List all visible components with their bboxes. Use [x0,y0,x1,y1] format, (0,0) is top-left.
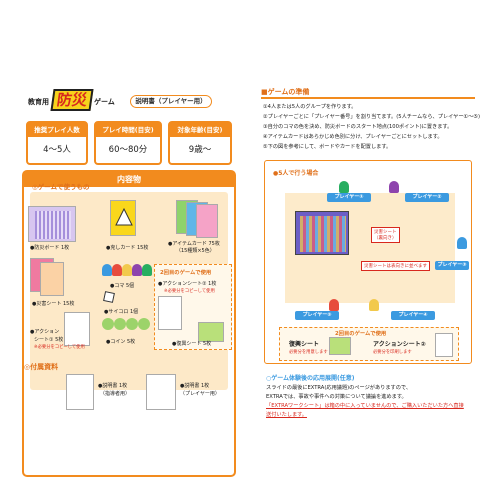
title-prefix: 教育用 [28,98,49,106]
tip-line-2: EXTRAでは、事故や事件への対策について議論を進めます。 [266,394,407,400]
bonus-note: ※必要分をコピーして使用 [164,289,215,294]
second-game-heading: 2回目のゲームで使用 [160,270,212,276]
step-3: ③自分のコマの色を決め、防災ボードのスタート地点(100ポイント)に置きます。 [263,124,453,130]
quiz-card-image [110,200,136,236]
info-value: 4〜5人 [43,145,71,155]
item-disaster: ●災害シート 15枚 [32,301,75,307]
player-tag-2: プレイヤー② [405,193,449,202]
bonus-recovery: ●復興シート 5枚 [172,341,212,347]
manual-teacher-sub: （指導者用） [100,391,131,397]
action2-label: アクションシート② [373,341,426,348]
info-value: 9歳〜 [188,145,212,155]
disaster-sheet-image [40,262,64,296]
game-items-heading: ◎ゲームで使うもの [32,183,90,191]
title-logo: 防災 [50,89,94,111]
coin-icon [138,318,150,330]
supplementary-heading: ◎付属資料 [24,363,59,371]
recovery-sheet-label: 復興シート [289,341,320,348]
item-quiz: ●克しカード 15枚 [106,245,149,251]
action2-sheet-image [158,296,182,330]
player-tag-3: プレイヤー③ [435,261,469,270]
bonus-action: ●アクションシート② 1枚 [158,281,217,287]
info-age: 対象年齢(目安) 9歳〜 [168,121,232,165]
callout-text: （裏向き） [374,236,397,241]
callout-disaster-back: 災害シート （裏向き） [371,227,400,243]
warning-icon [115,207,133,226]
step-5: ⑤下の図を参考にして、ボードやカードを配置します。 [263,144,392,150]
callout-disaster-front: 災害シートは表向きに並べます [361,261,430,271]
koma-green [142,264,152,276]
action2-thumb [435,333,453,357]
manual-player: ●説明書 1枚 [180,383,210,389]
board-miniature [295,211,349,255]
tip-line-4: 送付いたします。 [266,412,307,418]
manual-teacher: ●説明書 1枚 [98,383,128,389]
tip-heading: ○ゲーム体験後の応用展開(任意) [266,375,355,382]
player-icon [329,299,339,311]
step-1: ①4人または5人のグループを作ります。 [263,104,357,110]
item-cards: ●アイテムカード 75枚 [168,241,220,247]
player-tag-1: プレイヤー① [327,193,371,202]
action-note: ※必要分をコピーして使用 [34,345,85,350]
recovery-sheet-note: 必要分を用意します [289,350,328,355]
setup-heading: ●5人で行う場合 [273,170,319,177]
step-2: ②プレイヤーごとに「プレイヤー番号」を割り当てます。(5人チームなら、プレイヤー… [263,114,481,120]
item-cards-note: （15種類×5色） [176,248,215,254]
setup-diagram: ●5人で行う場合 プレイヤー① プレイヤー② プレイヤー③ プレイヤー④ プレイ… [264,160,472,364]
dice-icon [103,291,115,303]
contents-title: 内容物 [24,172,234,187]
info-label: プレイ時間(目安) [96,123,160,137]
manual-teacher-image [66,374,94,410]
koma-pieces [102,264,152,276]
coin-icon [102,318,114,330]
koma-purple [132,264,142,276]
coins [102,318,152,332]
recovery-sheet-thumb [329,337,351,355]
second-game-panel [279,327,459,361]
coin-icon [114,318,126,330]
tip-section: ○ゲーム体験後の応用展開(任意) スライドの最後にEXTRA(応用議題)のページ… [266,373,474,429]
item-action-count: シート① 5枚 [34,337,64,343]
koma-blue [102,264,112,276]
setup-section-title: ■ゲームの準備 [261,88,310,96]
info-value: 60〜80分 [108,145,148,155]
board-image [28,206,76,242]
manual-player-image [146,374,176,410]
player-icon [457,237,467,249]
doc-type-badge: 説明書（プレイヤー用） [130,95,212,108]
info-label: 推奨プレイ人数 [28,123,86,137]
step-4: ④アイテムカードはあらかじめ色別に分け、プレイヤーごとにセットします。 [263,134,443,140]
recovery-sheet-image [198,322,224,342]
callout-text: 災害シート [374,230,397,235]
tip-line-3: 「EXTRAワークシート」は箱の中に入っていませんので、ご購入いただいた方へ直接 [266,403,464,409]
coin-icon [126,318,138,330]
tip-line-1: スライドの最後にEXTRA(応用議題)のページがありますので、 [266,385,412,391]
item-board: ●防災ボード 1枚 [30,245,70,251]
item-dice: ●サイコロ 1個 [104,309,139,315]
manual-player-sub: （プレイヤー用） [180,391,220,397]
item-coin: ●コイン 5枚 [106,339,136,345]
item-koma: ●コマ 5個 [110,283,135,289]
title-suffix: ゲーム [94,98,115,106]
item-action: ●アクション [30,329,60,335]
koma-yellow [122,264,132,276]
action2-note: 必要分を印刷します [373,350,412,355]
koma-red [112,264,122,276]
player-icon [339,181,349,193]
action-sheet-image [64,312,90,346]
section-divider [261,97,475,99]
info-label: 対象年齢(目安) [170,123,230,137]
item-card-image [196,204,218,238]
player-icon [369,299,379,311]
second-game-label: 2回目のゲームで使用 [335,331,387,337]
info-time: プレイ時間(目安) 60〜80分 [94,121,162,165]
info-players: 推奨プレイ人数 4〜5人 [26,121,88,165]
player-tag-5: プレイヤー⑤ [295,311,339,320]
player-icon [389,181,399,193]
player-tag-4: プレイヤー④ [391,311,435,320]
